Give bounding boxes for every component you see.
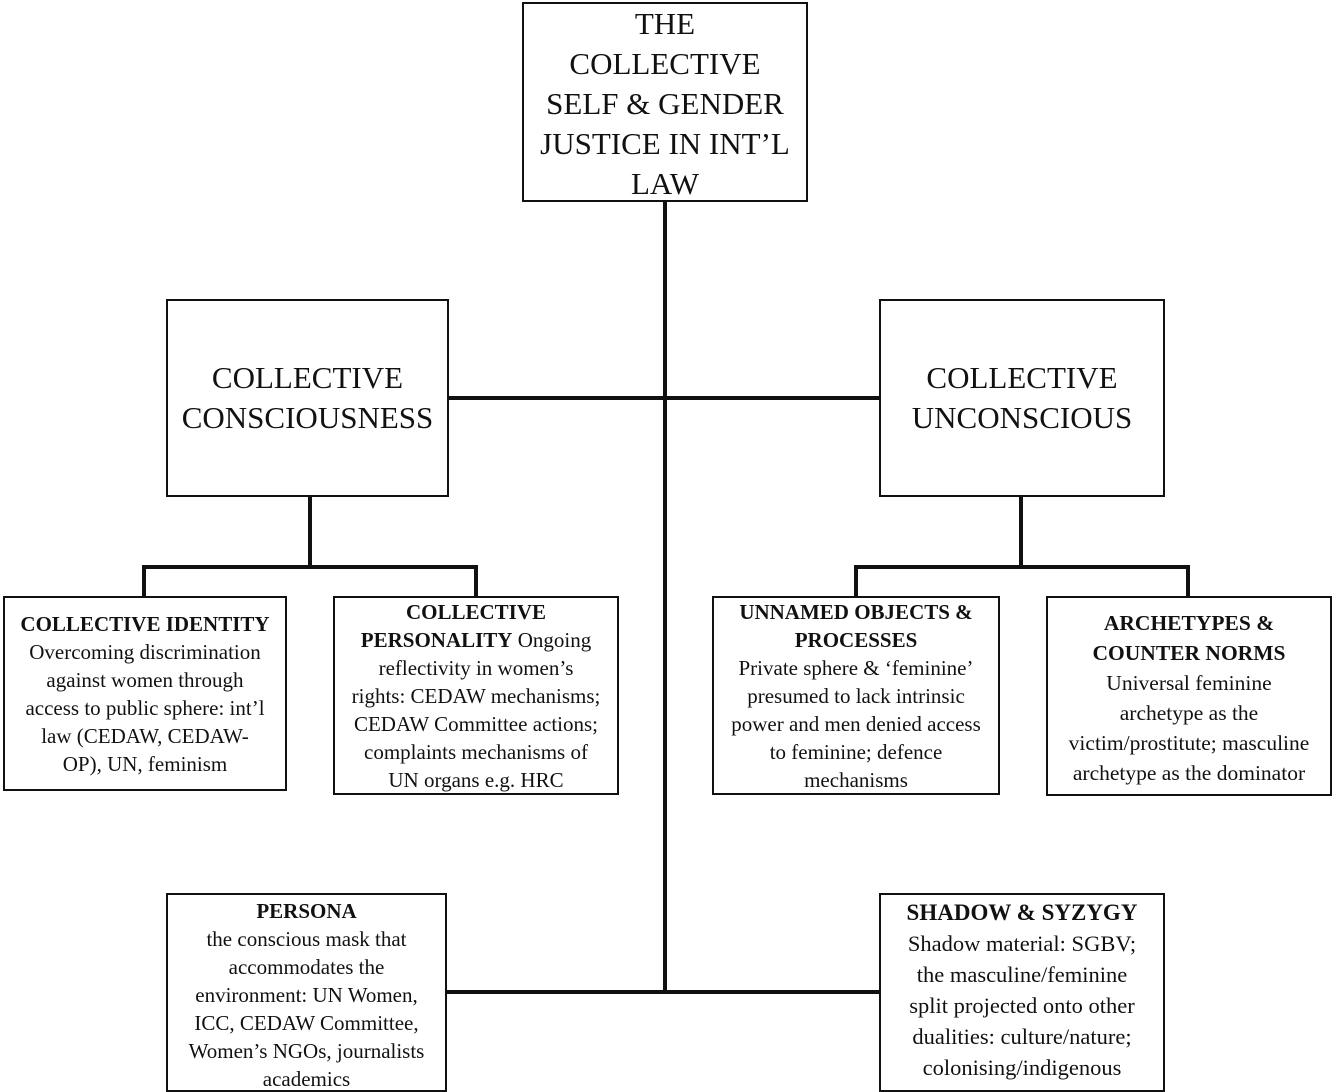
- node-line: ICC, CEDAW Committee,: [194, 1011, 419, 1035]
- node-line: the masculine/feminine: [916, 962, 1128, 987]
- node-line: Private sphere & ‘feminine’: [738, 656, 974, 680]
- node-line: power and men denied access: [731, 712, 981, 736]
- node-line: presumed to lack intrinsic: [747, 684, 965, 708]
- node-line: law (CEDAW, CEDAW-: [41, 724, 249, 748]
- node-line: Shadow material: SGBV;: [907, 931, 1137, 956]
- node-line: CEDAW Committee actions;: [353, 712, 599, 736]
- collective-consciousness-node: COLLECTIVE CONSCIOUSNESS: [166, 299, 449, 497]
- root-line: JUSTICE IN INT’L: [540, 126, 790, 161]
- node-line: Women’s NGOs, journalists: [188, 1039, 425, 1063]
- unnamed-objects-node: UNNAMED OBJECTS & PROCESSES Private sphe…: [712, 596, 1000, 795]
- node-line: archetype as the: [1119, 701, 1259, 725]
- node-line: academics: [262, 1067, 351, 1091]
- node-title: PROCESSES: [794, 628, 918, 652]
- node-line: rights: CEDAW mechanisms;: [351, 684, 601, 708]
- node-line: UN organs e.g. HRC: [388, 768, 564, 792]
- node-line: environment: UN Women,: [195, 983, 418, 1007]
- node-line: UNCONSCIOUS: [911, 400, 1133, 435]
- node-line: Universal feminine: [1106, 671, 1272, 695]
- node-line: Overcoming discrimination: [29, 640, 261, 664]
- node-line: split projected onto other: [909, 993, 1135, 1018]
- node-line: to feminine; defence: [769, 740, 943, 764]
- root-line: THE: [634, 6, 696, 41]
- shadow-syzygy-node: SHADOW & SYZYGY Shadow material: SGBV; t…: [879, 893, 1165, 1092]
- node-line: dualities: culture/nature;: [912, 1024, 1132, 1049]
- node-line: CONSCIOUSNESS: [181, 400, 434, 435]
- archetypes-node: ARCHETYPES & COUNTER NORMS Universal fem…: [1046, 596, 1332, 796]
- node-line: OP), UN, feminism: [62, 752, 228, 776]
- root-line: SELF & GENDER: [546, 86, 784, 121]
- node-title: PERSONA: [256, 899, 357, 923]
- node-line: colonising/indigenous: [922, 1055, 1122, 1080]
- node-line: the conscious mask that: [206, 927, 407, 951]
- root-line: LAW: [630, 166, 700, 201]
- collective-unconscious-node: COLLECTIVE UNCONSCIOUS: [879, 299, 1165, 497]
- node-title-inline: PERSONALITY: [360, 628, 513, 652]
- node-line: access to public sphere: int’l: [25, 696, 265, 720]
- node-line: accommodates the: [228, 955, 385, 979]
- node-line: against women through: [46, 668, 244, 692]
- persona-node: PERSONA the conscious mask that accommod…: [166, 893, 447, 1092]
- node-title: ARCHETYPES &: [1103, 611, 1275, 635]
- node-line: victim/prostitute; masculine: [1068, 731, 1310, 755]
- node-title: UNNAMED OBJECTS &: [739, 600, 973, 624]
- node-line: complaints mechanisms of: [364, 740, 588, 764]
- node-title: COLLECTIVE IDENTITY: [20, 612, 270, 636]
- node-line: COLLECTIVE: [926, 360, 1118, 395]
- node-title: COLLECTIVE: [405, 600, 547, 624]
- node-line: PERSONALITY Ongoing: [361, 626, 591, 654]
- collective-identity-node: COLLECTIVE IDENTITY Overcoming discrimin…: [3, 596, 287, 791]
- node-line: mechanisms: [804, 768, 908, 792]
- root-line: COLLECTIVE: [569, 46, 761, 81]
- collective-personality-node: COLLECTIVE PERSONALITY Ongoing reflectiv…: [333, 596, 619, 795]
- node-title: COUNTER NORMS: [1092, 641, 1286, 665]
- root-node: THE COLLECTIVE SELF & GENDER JUSTICE IN …: [522, 2, 808, 202]
- node-line: COLLECTIVE: [211, 360, 404, 395]
- node-line: archetype as the dominator: [1072, 761, 1306, 785]
- node-title: SHADOW & SYZYGY: [906, 900, 1138, 925]
- node-line: reflectivity in women’s: [378, 656, 574, 680]
- node-text-inline: Ongoing: [517, 628, 592, 652]
